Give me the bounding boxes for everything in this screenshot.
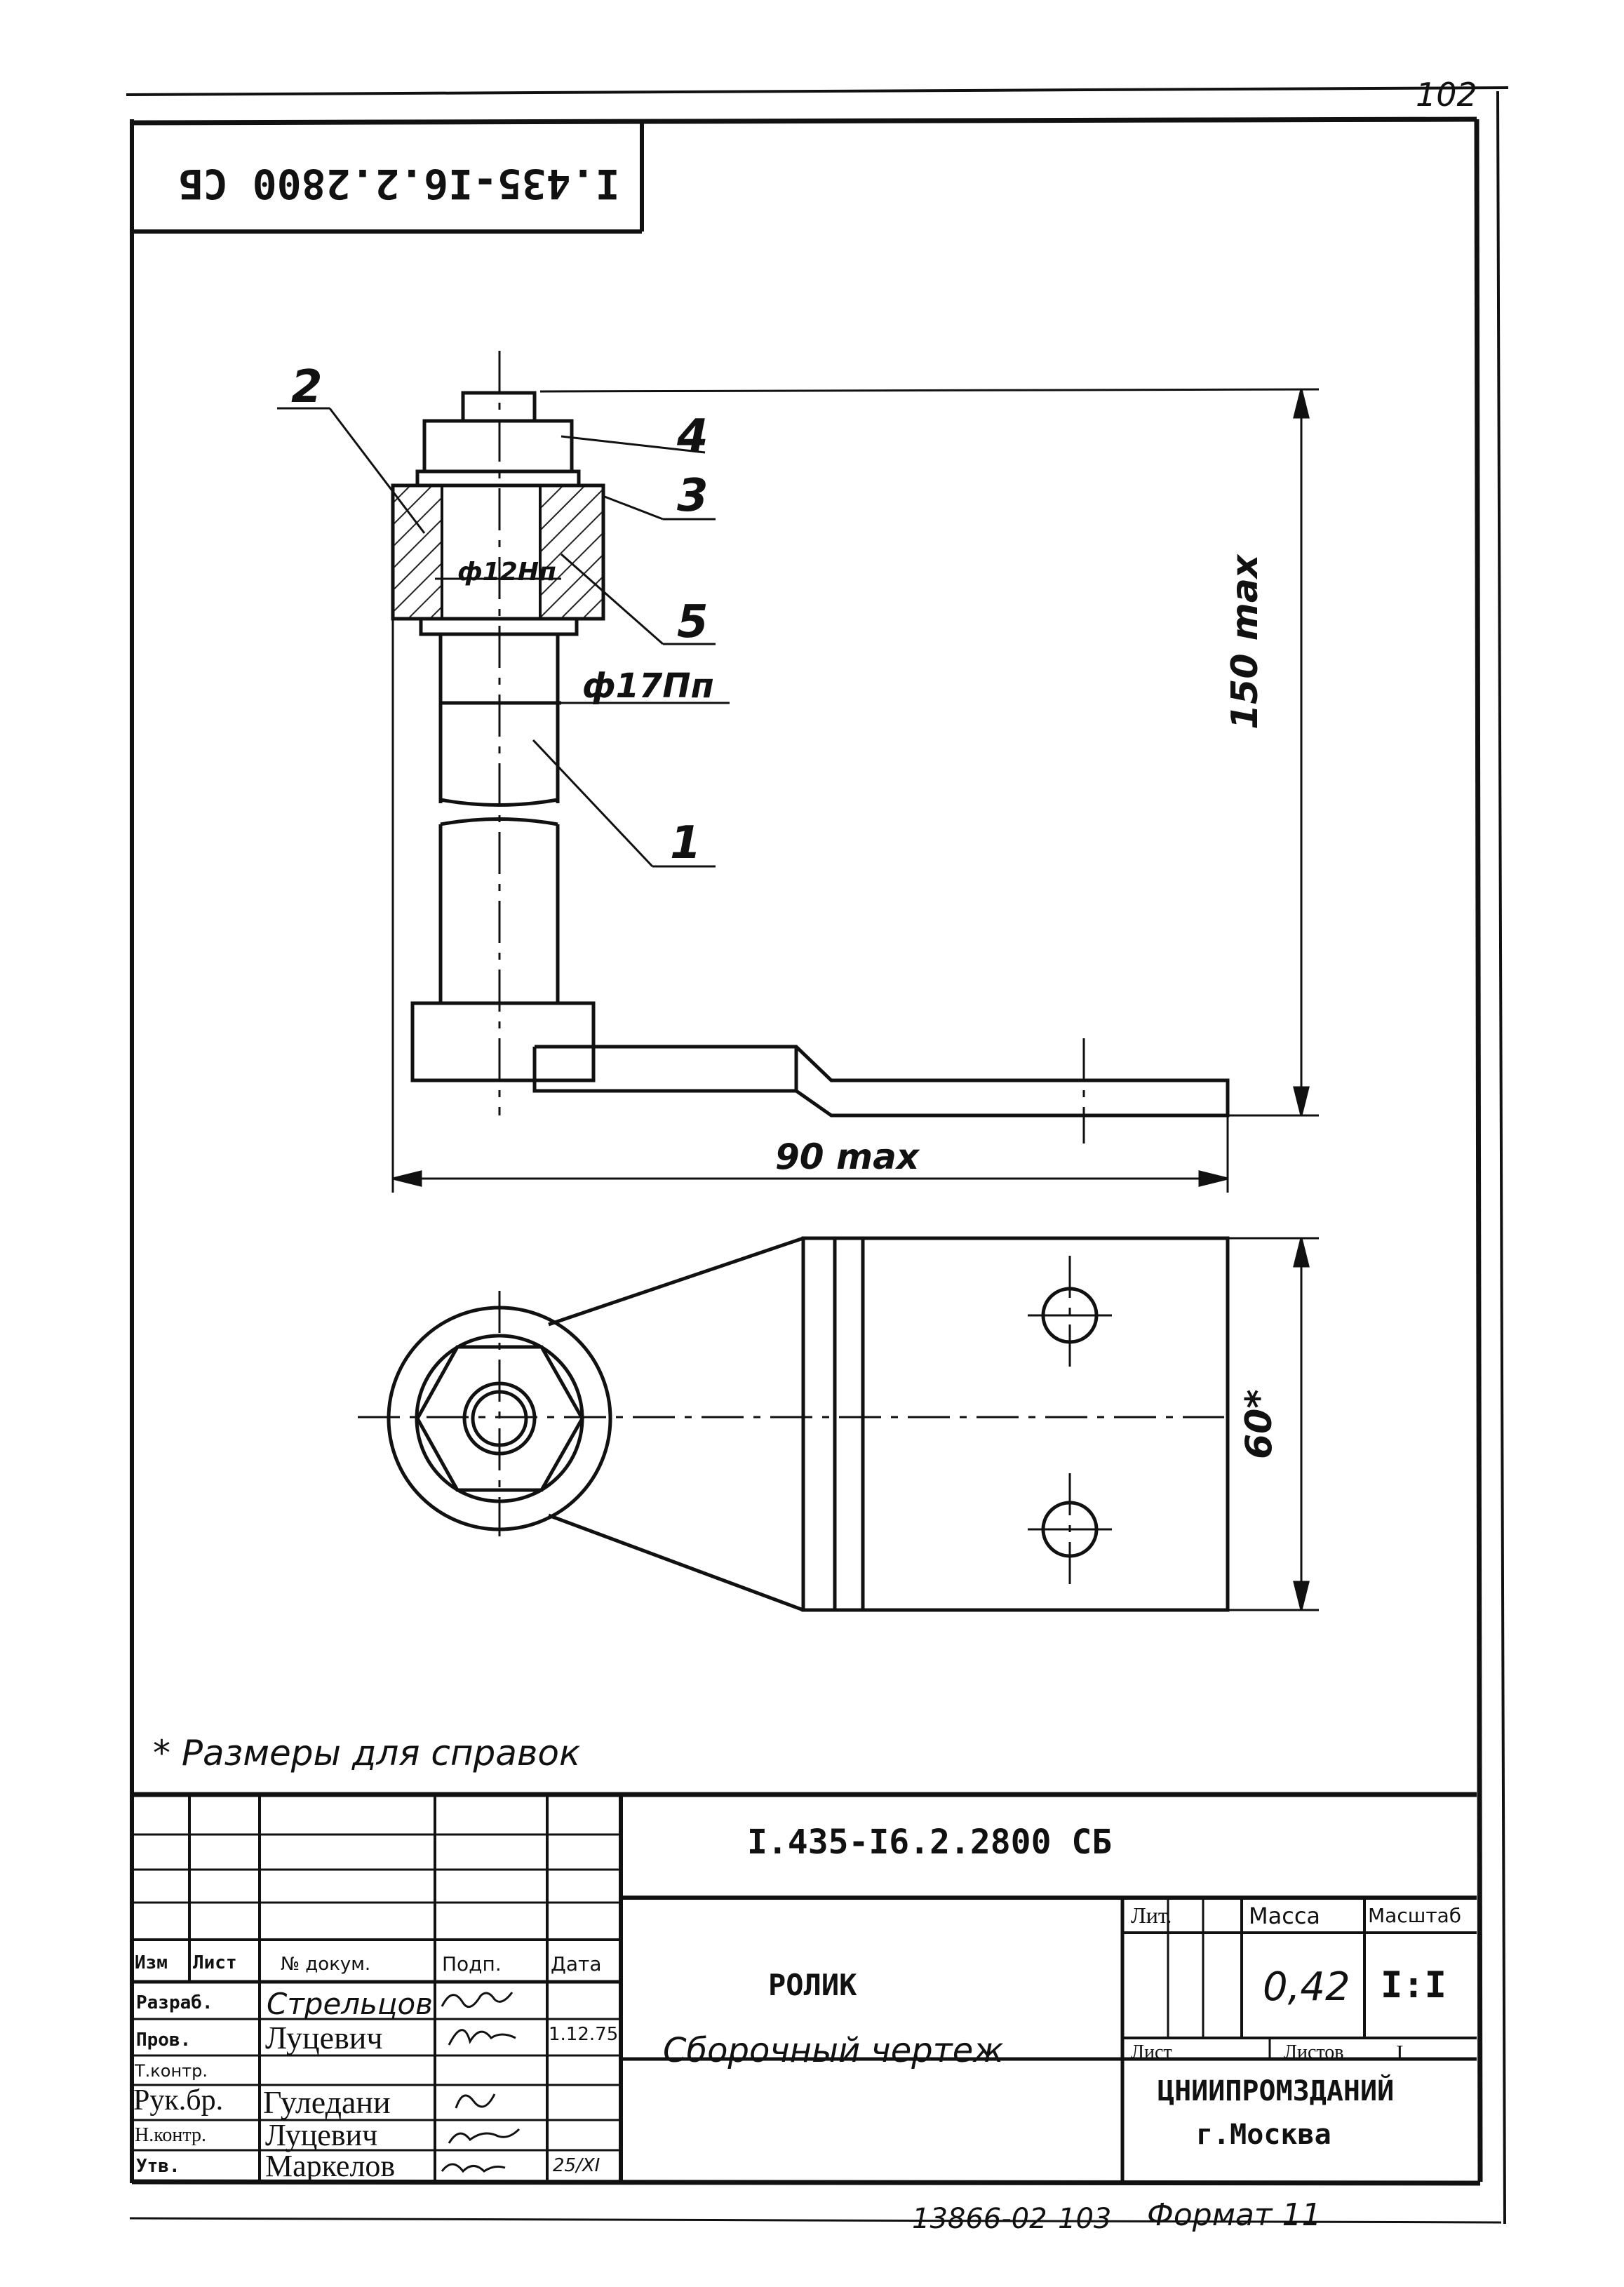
- sheet-number: 102: [1416, 76, 1477, 114]
- head-date: Дата: [551, 1952, 602, 1976]
- scale-value: I:I: [1381, 1964, 1447, 2006]
- role-razrab: Разраб.: [136, 1992, 213, 2013]
- mass-value: 0,42: [1263, 1964, 1350, 2010]
- dim-height-label: 150 max: [1224, 554, 1266, 730]
- sheet-label: Лист: [1131, 2041, 1172, 2063]
- sheets-label: Листов: [1284, 2041, 1344, 2063]
- top-code-box: [132, 123, 644, 234]
- reference-note: * Размеры для справок: [153, 1733, 581, 1773]
- org-name: ЦНИИПРОМЗДАНИЙ: [1157, 2075, 1395, 2107]
- date-utv: 25/ХI: [553, 2155, 600, 2176]
- head-list: Лист: [193, 1952, 237, 1973]
- role-utv: Утв.: [136, 2156, 180, 2177]
- dim-d-inner: ф12Нп: [457, 558, 556, 586]
- sheet-frame: [126, 86, 1509, 2225]
- head-izm: Изм: [135, 1952, 168, 1973]
- base-plate-elevation: [532, 1045, 1230, 1118]
- role-nkontr: Н.контр.: [135, 2124, 206, 2146]
- org-city: г.Москва: [1196, 2119, 1331, 2151]
- plan-hole-marks: [1028, 1314, 1112, 1531]
- mass-label: Масса: [1249, 1903, 1321, 1929]
- callout-1: 1: [670, 817, 702, 869]
- sheets-value: I: [1396, 2040, 1404, 2065]
- title-name: РОЛИК: [768, 1968, 857, 2002]
- dim-width: [391, 619, 1229, 1193]
- dim-width-label: 90 max: [775, 1136, 920, 1177]
- role-prov: Пров.: [136, 2030, 192, 2051]
- name-nkontr: Луцевич: [265, 2118, 378, 2152]
- name-razrab: Стрельцов: [267, 1987, 433, 2021]
- title-block-grid: [132, 1792, 1477, 2182]
- name-prov: Луцевич: [265, 2020, 383, 2055]
- head-doc: № докум.: [281, 1954, 371, 1975]
- role-rukbr: Рук.бр.: [133, 2084, 224, 2117]
- name-utv: Маркелов: [265, 2149, 396, 2183]
- format-label: Формат 11: [1147, 2197, 1322, 2233]
- center-lines: [358, 351, 1224, 1585]
- callout-leaders: [277, 407, 716, 868]
- name-rukbr: Гуледани: [263, 2084, 391, 2120]
- head-sign: Подп.: [442, 1952, 502, 1976]
- callout-5: 5: [677, 596, 709, 648]
- bottom-page: 103: [1058, 2203, 1112, 2235]
- dim-height: [539, 388, 1320, 1117]
- dim-plan-height: [1228, 1237, 1319, 1611]
- signatures: [441, 1992, 521, 2173]
- dim-d-outer: ф17Пп: [582, 666, 714, 706]
- callout-2: 2: [291, 361, 323, 413]
- bottom-code: 13866-02: [912, 2203, 1047, 2235]
- plan-view: [387, 1236, 1230, 1612]
- date-prov: 1.12.75: [549, 2024, 619, 2045]
- wheel-section: [391, 484, 605, 620]
- callout-4: 4: [677, 410, 709, 462]
- top-code: I.435-I6.2.2800 СБ: [179, 160, 620, 208]
- callout-3: 3: [677, 470, 709, 522]
- lit-label: Лит.: [1131, 1903, 1172, 1928]
- scale-label: Масштаб: [1368, 1904, 1462, 1927]
- title-subtitle: Сборочный чертеж: [663, 2031, 1004, 2070]
- title-code: I.435-I6.2.2800 СБ: [747, 1823, 1113, 1862]
- bolt-elevation: [391, 391, 605, 1082]
- dim-plan-height-label: 60*: [1238, 1389, 1280, 1459]
- role-tkontr: Т.контр.: [135, 2061, 208, 2081]
